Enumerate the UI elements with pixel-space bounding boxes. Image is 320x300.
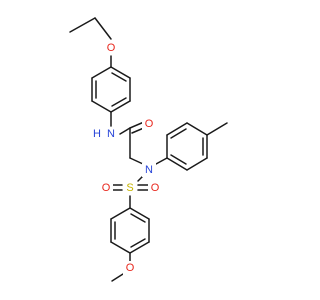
atom-label-o-ethoxy: O: [107, 42, 116, 54]
bond-omethoxy-ch3: [111, 273, 124, 282]
atom-label-o-sulfonyl-left: O: [102, 182, 111, 194]
atom-label-s-sulfonyl: S: [126, 182, 133, 194]
atom-o-sulfonyl-right: O: [148, 180, 162, 195]
bond-ring3-4: [110, 241, 131, 254]
bond-ch2-nsulf: [129, 157, 144, 165]
atom-n-sulfonamide: N: [142, 163, 156, 177]
atom-o-sulfonyl-left: O: [99, 180, 113, 195]
atom-o-carbonyl: O: [142, 117, 156, 131]
bond-ring1-inner-b: [111, 97, 127, 107]
bond-ring2-6: [166, 157, 188, 171]
bond-ring1-3: [110, 100, 131, 113]
bond-ring1-1: [110, 66, 131, 79]
bond-ring2-5: [186, 157, 208, 171]
atom-o-ethoxy: O: [104, 41, 118, 55]
atom-label-o-sulfonyl-right: O: [151, 182, 160, 194]
atom-o-methoxy: O: [123, 261, 137, 275]
bond-namide-ccarbonyl: [119, 127, 131, 135]
bond-ring2-3: [186, 122, 208, 136]
atom-n-amide: N: [104, 127, 118, 141]
bond-ring1-6: [91, 66, 112, 79]
bond-ring2-inner-c: [170, 154, 187, 165]
bond-nsulf-ring2: [155, 157, 168, 165]
atom-label-n-amide: N: [107, 128, 115, 140]
atom-h-amide: H: [91, 127, 103, 141]
bond-ring3-3: [129, 241, 150, 254]
atom-label-o-methoxy: O: [126, 262, 135, 274]
atom-label-o-carbonyl: O: [145, 118, 154, 130]
bond-carbonyl-double-a: [129, 121, 145, 129]
bond-ch3-ch2: [69, 17, 96, 33]
molecule-structure: O N H O N S O O: [69, 17, 228, 282]
atom-s-sulfonyl: S: [123, 180, 137, 195]
bond-ring2-inner-a: [170, 128, 187, 139]
bonds: [69, 17, 228, 282]
bond-ring2-2: [166, 122, 188, 136]
bond-ring2-methyl: [206, 122, 228, 136]
bond-ring3-1: [129, 207, 150, 220]
atom-labels: O N H O N S O O: [91, 41, 162, 275]
bond-ring1-inner-a: [111, 72, 127, 82]
atom-label-h-amide: H: [93, 128, 101, 140]
atom-label-n-sulfonamide: N: [145, 164, 153, 176]
bond-ring1-4: [91, 100, 112, 113]
bond-ring3-inner-a: [130, 213, 146, 223]
bond-ring3-6: [110, 207, 131, 220]
bond-ch2-oethoxy: [94, 17, 112, 40]
bond-ring3-inner-b: [130, 238, 146, 248]
